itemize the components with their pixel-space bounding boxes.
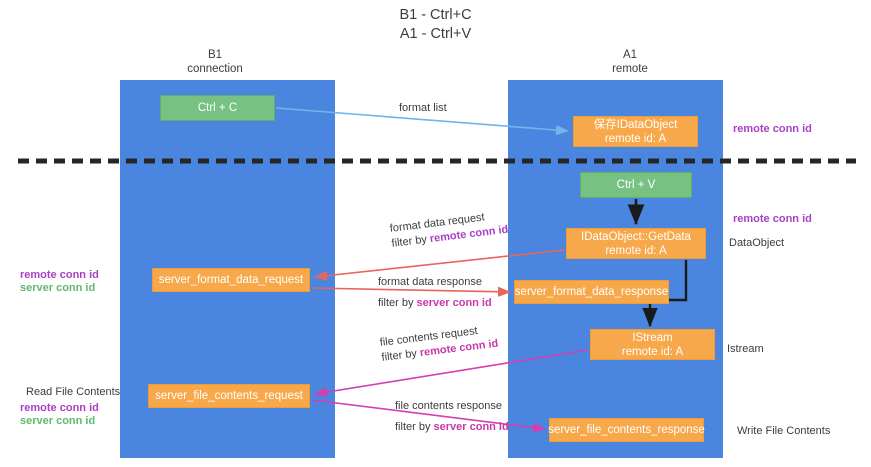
node-server-file-contents-response-label: server_file_contents_response (548, 424, 705, 436)
edge-label-group-file-contents-response: file contents response filter by server … (395, 399, 509, 435)
lane-header-b1: B1 connection (145, 48, 285, 76)
edge-label-file-contents-response: file contents response (395, 400, 503, 412)
filter-prefix: filter by (395, 421, 434, 433)
node-istream-line1: IStream (632, 331, 673, 344)
annotation-left-remote-conn-id-bot: remote conn id (20, 402, 99, 414)
annotation-left-server-conn-id-mid: server conn id (20, 282, 96, 294)
annotation-left-remote-conn-id-mid: remote conn id (20, 269, 99, 281)
node-server-file-contents-request-label: server_file_contents_request (155, 390, 303, 402)
annotation-istream: Istream (727, 343, 764, 355)
node-ctrl-v-label: Ctrl + V (616, 179, 656, 191)
edge-label-file-contents-response-filter: filter by server conn id (395, 420, 509, 435)
annotation-group-left-mid: remote conn id server conn id (20, 269, 99, 295)
annotation-group-left-bottom: remote conn id server conn id (20, 402, 99, 428)
node-server-format-data-response-label: server_format_data_response (514, 286, 669, 298)
annotation-remote-conn-id-mid: remote conn id (733, 213, 812, 225)
page-title: B1 - Ctrl+C A1 - Ctrl+V (0, 6, 871, 44)
title-line-2: A1 - Ctrl+V (399, 26, 472, 42)
node-idataobject-getdata[interactable]: IDataObject::GetData remote id: A (566, 228, 706, 259)
edge-label-group-format-data-request: format data request filter by remote con… (389, 208, 509, 252)
filter-key-server-conn-id: server conn id (416, 297, 492, 309)
annotation-read-file-contents: Read File Contents (26, 386, 121, 398)
edge-label-format-data-response-filter: filter by server conn id (378, 296, 492, 311)
node-server-file-contents-request[interactable]: server_file_contents_request (148, 384, 310, 408)
node-ctrl-c-label: Ctrl + C (197, 102, 238, 114)
edge-label-group-file-contents-request: file contents request filter by remote c… (379, 322, 499, 366)
lane-header-a1: A1 remote (560, 48, 700, 76)
node-ctrl-v[interactable]: Ctrl + V (580, 172, 692, 198)
lane-header-a1-sublabel: remote (612, 63, 648, 75)
filter-key-server-conn-id: server conn id (433, 421, 509, 433)
node-server-format-data-request-label: server_format_data_request (158, 274, 304, 286)
annotation-left-server-conn-id-bot: server conn id (20, 415, 96, 427)
annotation-dataobject: DataObject (729, 237, 785, 249)
node-save-idataobject[interactable]: 保存IDataObject remote id: A (573, 116, 698, 147)
edge-label-group-format-data-response: format data response filter by server co… (378, 275, 492, 311)
lane-header-b1-name: B1 (207, 49, 223, 61)
filter-prefix: filter by (390, 233, 431, 250)
node-server-file-contents-response[interactable]: server_file_contents_response (548, 418, 705, 442)
node-istream-line2: remote id: A (621, 345, 684, 358)
node-ctrl-c[interactable]: Ctrl + C (160, 95, 275, 121)
edge-label-format-data-response: format data response (378, 276, 482, 288)
node-idataobject-getdata-line1: IDataObject::GetData (581, 230, 691, 243)
node-istream[interactable]: IStream remote id: A (590, 329, 715, 360)
filter-prefix: filter by (380, 347, 421, 364)
node-idataobject-getdata-line2: remote id: A (605, 244, 667, 257)
title-line-1: B1 - Ctrl+C (399, 7, 472, 23)
node-save-idataobject-line2: remote id: A (604, 132, 667, 145)
node-server-format-data-response[interactable]: server_format_data_response (514, 280, 669, 304)
lane-header-b1-sublabel: connection (187, 63, 243, 75)
node-server-format-data-request[interactable]: server_format_data_request (152, 268, 310, 292)
annotation-write-file-contents: Write File Contents (737, 425, 831, 437)
annotation-remote-conn-id-top: remote conn id (733, 123, 812, 135)
filter-prefix: filter by (378, 297, 417, 309)
edge-label-format-list: format list (399, 102, 447, 114)
lane-header-a1-name: A1 (622, 49, 638, 61)
node-save-idataobject-line1: 保存IDataObject (593, 118, 678, 131)
